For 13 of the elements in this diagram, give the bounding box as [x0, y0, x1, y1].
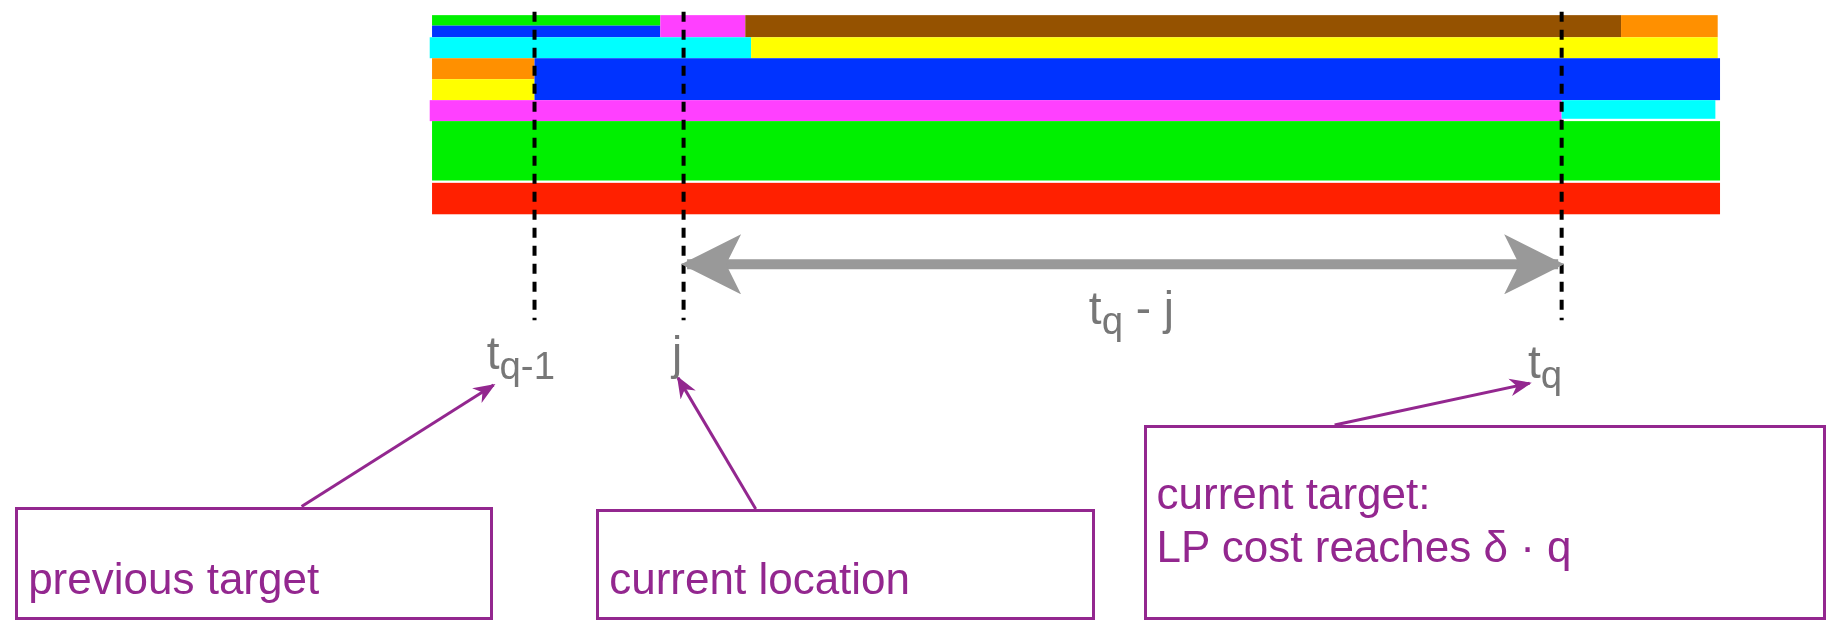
- callout-text: current location: [609, 552, 912, 605]
- callout-text: previous target: [28, 552, 321, 605]
- callout-text: LP cost reaches δ · q: [1156, 520, 1573, 573]
- arrow: [676, 375, 758, 510]
- callout-box: [596, 508, 1095, 620]
- arrow: [1334, 378, 1532, 427]
- axis-mark-label: t$_{q}$: [1527, 338, 1562, 395]
- callout-text: current target:: [1156, 468, 1432, 521]
- callout-box: [15, 506, 493, 620]
- arrow: [300, 383, 496, 508]
- callout-box: [1143, 425, 1826, 620]
- dimension-label: t$_{q}$ - j: [1088, 285, 1175, 341]
- axis-mark-label: t$_{q-1}$: [486, 329, 555, 386]
